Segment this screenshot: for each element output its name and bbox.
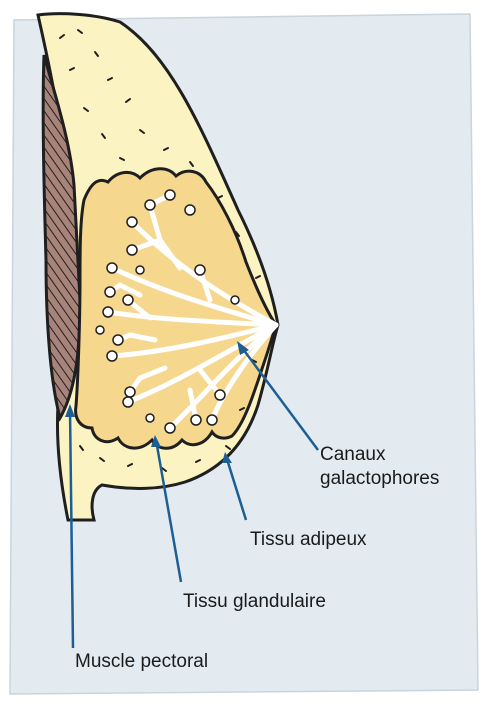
label-glandular-tissue: Tissu glandulaire	[183, 590, 326, 614]
label-pectoral-muscle: Muscle pectoral	[75, 650, 208, 674]
label-adipose-tissue: Tissu adipeux	[250, 528, 367, 552]
label-milk-ducts-line-2: galactophores	[320, 467, 439, 491]
label-milk-ducts: Canaux galactophores	[320, 443, 439, 491]
label-milk-ducts-line-1: Canaux	[320, 443, 439, 467]
